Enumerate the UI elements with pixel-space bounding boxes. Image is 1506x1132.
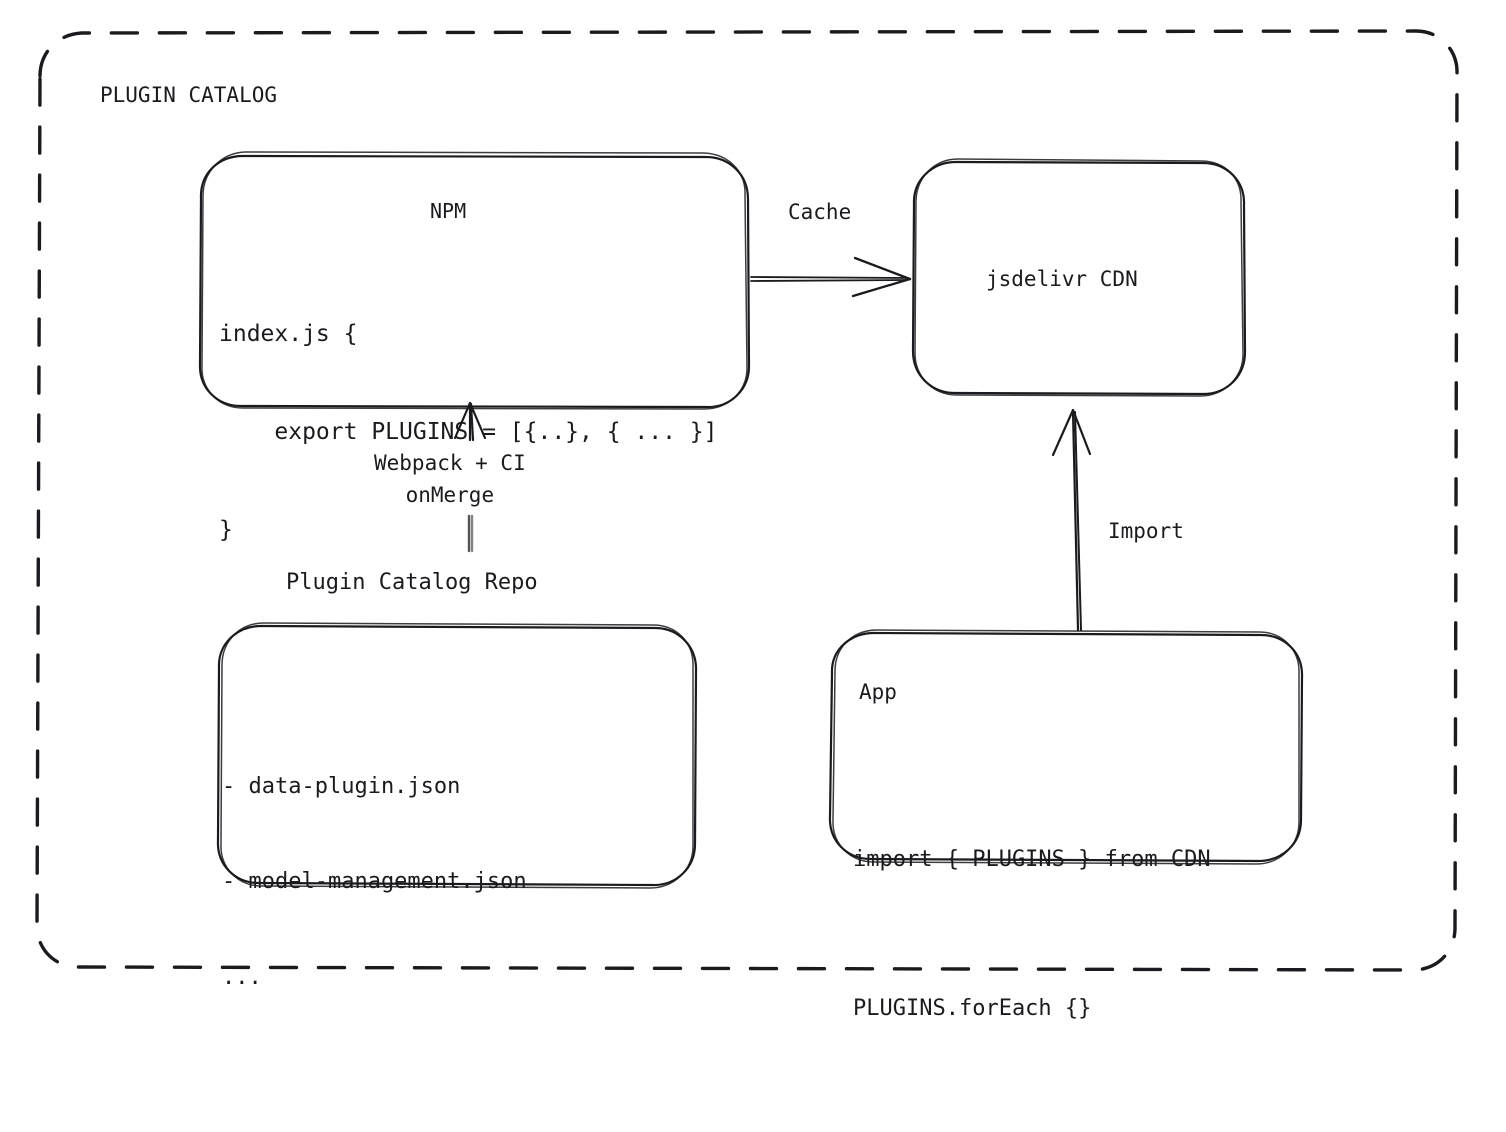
repo-file-item: - data-plugin.json bbox=[222, 773, 461, 799]
repo-file-list: - data-plugin.json - model-management.js… bbox=[222, 707, 527, 1058]
repo-node-caption: Plugin Catalog Repo bbox=[286, 570, 538, 595]
npm-code-line: } bbox=[219, 517, 233, 544]
edge-app-to-cdn-arrow bbox=[1051, 408, 1092, 632]
diagram-canvas: PLUGIN CATALOG NPM index.js { export PLU… bbox=[35, 29, 1459, 1021]
npm-node-title: NPM bbox=[430, 199, 467, 223]
repo-file-item: - model-management.json bbox=[222, 869, 527, 895]
app-node-title: App bbox=[859, 680, 897, 704]
npm-code-line: index.js { bbox=[219, 321, 358, 348]
repo-file-item: ... bbox=[222, 965, 262, 991]
edge-repo-to-npm-arrow bbox=[453, 401, 487, 553]
edge-npm-to-cdn-arrow bbox=[750, 256, 912, 298]
npm-code-block: index.js { export PLUGINS = [{..}, { ...… bbox=[219, 253, 718, 612]
cdn-node-shape bbox=[911, 158, 1247, 397]
edge-label-import: Import bbox=[1108, 519, 1184, 543]
repo-node-shape bbox=[216, 622, 698, 889]
app-node-shape bbox=[828, 629, 1304, 865]
app-code-line: import { PLUGINS } from CDN bbox=[853, 847, 1211, 872]
npm-code-line: export PLUGINS = [{..}, { ... }] bbox=[219, 419, 718, 446]
diagram-sketch-layer bbox=[35, 29, 1459, 972]
edge-label-cache: Cache bbox=[788, 200, 852, 224]
container-title: PLUGIN CATALOG bbox=[100, 83, 278, 107]
app-code-block: import { PLUGINS } from CDN PLUGINS.forE… bbox=[853, 736, 1211, 1132]
npm-node-shape bbox=[198, 151, 751, 410]
cdn-node-title: jsdelivr CDN bbox=[986, 267, 1138, 291]
plugin-catalog-container-border bbox=[35, 29, 1459, 972]
app-code-line: PLUGINS.forEach {} bbox=[853, 995, 1092, 1021]
edge-label-webpack-onmerge: Webpack + CI onMerge bbox=[374, 451, 526, 507]
